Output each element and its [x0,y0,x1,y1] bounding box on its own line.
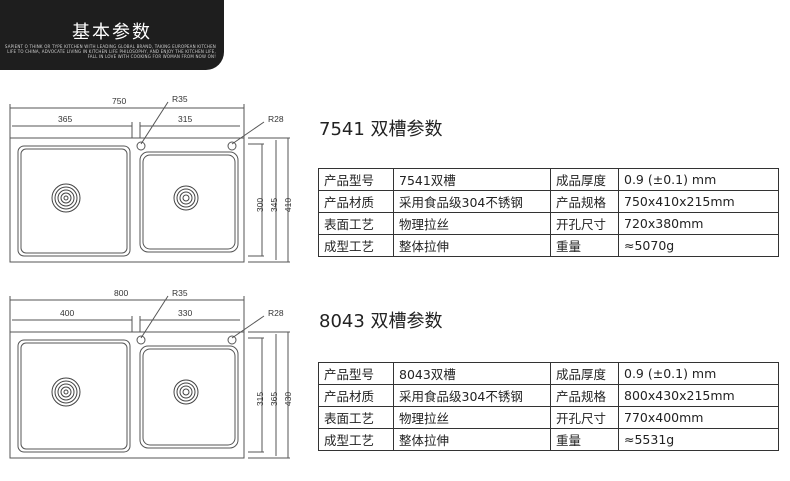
sink-drawing [9,295,290,459]
left-bowl-width-label: 365 [58,114,73,124]
table-row: 成型工艺 整体拉伸 重量 ≈5531g [318,428,779,451]
table-cell: 8043双槽 [393,362,551,385]
height-outer-label: 430 [283,391,294,407]
table-row: 表面工艺 物理拉丝 开孔尺寸 720x380mm [318,212,779,235]
table-row: 产品型号 7541双槽 成品厚度 0.9 (±0.1) mm [318,168,779,191]
table-cell: 750x410x215mm [618,190,779,213]
header-title: 基本参数 [72,22,152,43]
table-cell: 产品型号 [318,362,394,385]
table-cell: 产品材质 [318,384,394,407]
table-cell: 770x400mm [618,406,779,429]
sink-diagram-8043: 800 400 330 R35 R28 315 365 430 [0,286,310,466]
height-inner-label: 300 [255,197,266,213]
header-banner: 基本参数 SAPIENT O THINK OR TYPE KITCHEN WIT… [0,0,224,70]
table-cell: 物理拉丝 [393,406,551,429]
height-outer-label: 410 [283,197,294,213]
table-cell: 重量 [550,428,619,451]
table-cell: 整体拉伸 [393,234,551,257]
table-cell: 成品厚度 [550,362,619,385]
table-cell: 产品规格 [550,190,619,213]
table-cell: 成型工艺 [318,428,394,451]
table-cell: ≈5070g [618,234,779,257]
table-cell: 产品规格 [550,384,619,407]
table-row: 成型工艺 整体拉伸 重量 ≈5070g [318,234,779,257]
table-cell: 表面工艺 [318,212,394,235]
spec-title-7541: 7541 双槽参数 [319,119,443,140]
table-cell: 开孔尺寸 [550,406,619,429]
radius-small-label: R28 [268,114,284,124]
table-row: 产品材质 采用食品级304不锈钢 产品规格 750x410x215mm [318,190,779,213]
table-row: 产品型号 8043双槽 成品厚度 0.9 (±0.1) mm [318,362,779,385]
table-cell: 成型工艺 [318,234,394,257]
sink-drawing [9,101,290,263]
table-row: 产品材质 采用食品级304不锈钢 产品规格 800x430x215mm [318,384,779,407]
overall-width-label: 750 [112,96,127,106]
table-row: 表面工艺 物理拉丝 开孔尺寸 770x400mm [318,406,779,429]
table-cell: 重量 [550,234,619,257]
table-cell: 采用食品级304不锈钢 [393,384,551,407]
radius-large-label: R35 [172,94,188,104]
height-inner-label: 315 [255,391,266,407]
table-cell: 7541双槽 [393,168,551,191]
right-bowl-width-label: 315 [178,114,193,124]
table-cell: ≈5531g [618,428,779,451]
table-cell: 成品厚度 [550,168,619,191]
height-mid-label: 345 [269,197,280,213]
table-cell: 0.9 (±0.1) mm [618,168,779,191]
table-cell: 产品型号 [318,168,394,191]
overall-width-label: 800 [114,288,129,298]
table-cell: 整体拉伸 [393,428,551,451]
table-cell: 物理拉丝 [393,212,551,235]
table-cell: 产品材质 [318,190,394,213]
sink-diagram-7541: 750 365 315 R35 R28 300 345 410 [0,92,310,272]
table-cell: 720x380mm [618,212,779,235]
left-bowl-width-label: 400 [60,308,75,318]
table-cell: 开孔尺寸 [550,212,619,235]
table-cell: 表面工艺 [318,406,394,429]
header-subtitle: SAPIENT O THINK OR TYPE KITCHEN WITH LEA… [4,44,216,59]
table-cell: 采用食品级304不锈钢 [393,190,551,213]
spec-table-8043: 产品型号 8043双槽 成品厚度 0.9 (±0.1) mm 产品材质 采用食品… [318,362,779,451]
spec-title-8043: 8043 双槽参数 [319,311,443,332]
radius-small-label: R28 [268,308,284,318]
right-bowl-width-label: 330 [178,308,193,318]
table-cell: 800x430x215mm [618,384,779,407]
radius-large-label: R35 [172,288,188,298]
table-cell: 0.9 (±0.1) mm [618,362,779,385]
height-mid-label: 365 [269,391,280,407]
spec-table-7541: 产品型号 7541双槽 成品厚度 0.9 (±0.1) mm 产品材质 采用食品… [318,168,779,257]
